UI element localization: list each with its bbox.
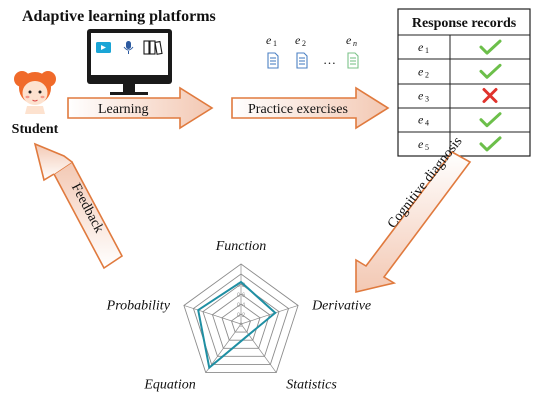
radar-ring-label: 0.4: [237, 303, 246, 309]
radar-spoke: [240, 323, 277, 373]
radar-axis-label: Equation: [143, 378, 195, 393]
radar-ring-label: 0.6: [237, 293, 246, 299]
radar-ring: [183, 263, 299, 373]
cross-icon: [482, 88, 498, 103]
check-icon: [479, 112, 502, 128]
exercise-subscript: 2: [302, 39, 306, 48]
radar-ring: [230, 313, 252, 333]
record-exercise-letter: e: [418, 137, 424, 151]
radar-spoke: [240, 305, 299, 325]
exercise-ellipsis: …: [323, 52, 336, 67]
check-icon: [479, 136, 502, 152]
exercise-letter: e: [266, 33, 272, 47]
radar-axis-label: Statistics: [286, 378, 337, 393]
video-icon: [96, 42, 111, 53]
student-label: Student: [12, 122, 59, 137]
learning-label: Learning: [98, 102, 149, 117]
radar-series-line: [197, 280, 277, 370]
cognitive-diagnosis-arrow: Cognitive diagnosis: [355, 134, 472, 294]
radar-ring-label: 0: [239, 323, 243, 329]
radar-axis-label: Function: [215, 239, 267, 254]
exercise-list: e 1 e 2 … e n: [266, 33, 359, 69]
record-exercise-letter: e: [418, 113, 424, 127]
platform-title: Adaptive learning platforms: [22, 8, 216, 25]
radar-ring-label: 0.8: [237, 283, 246, 289]
document-icon: [267, 52, 279, 69]
book-icon: [143, 40, 163, 55]
exercise-subscript: 1: [273, 39, 277, 48]
record-exercise-letter: e: [418, 40, 424, 54]
record-exercise-subscript: 2: [425, 70, 429, 79]
exercise-letter: e: [295, 33, 301, 47]
exercise-subscript: n: [353, 39, 357, 48]
check-icon: [479, 63, 502, 79]
document-icon: [296, 52, 308, 69]
radar-grid: [183, 263, 299, 373]
monitor-icon: [87, 29, 172, 95]
radar-ring: [192, 273, 290, 365]
record-exercise-letter: e: [418, 89, 424, 103]
records-title: Response records: [412, 16, 517, 31]
radar-spoke: [183, 305, 242, 325]
radar-ring: [202, 283, 280, 357]
radar-ring: [211, 293, 271, 349]
radar-axis-label: Derivative: [311, 298, 371, 313]
exercise-item: e n: [346, 33, 359, 69]
exercise-letter: e: [346, 33, 352, 47]
practice-label: Practice exercises: [248, 102, 348, 117]
record-exercise-subscript: 4: [425, 119, 429, 128]
feedback-arrow: Feedback: [33, 142, 124, 270]
radar-ring-label: 0.2: [237, 313, 246, 319]
check-icon: [479, 39, 502, 55]
record-exercise-subscript: 1: [425, 46, 429, 55]
student-avatar: [14, 71, 56, 114]
learning-arrow: Learning: [67, 86, 214, 130]
microphone-icon: [123, 41, 134, 54]
document-icon: [347, 52, 359, 69]
radar-chart: 0 0.2 0.4 0.6 0.8 FunctionDerivativeStatisti…: [106, 239, 371, 393]
exercise-item: e 1: [266, 33, 279, 69]
radar-ring-labels: 0 0.2 0.4 0.6 0.8: [237, 283, 246, 329]
record-exercise-letter: e: [418, 64, 424, 78]
record-exercise-subscript: 3: [425, 95, 429, 104]
record-exercise-subscript: 5: [425, 143, 429, 152]
exercise-item: e 2: [295, 33, 308, 69]
radar-axis-label: Probability: [106, 298, 171, 313]
practice-arrow: Practice exercises: [231, 86, 390, 130]
